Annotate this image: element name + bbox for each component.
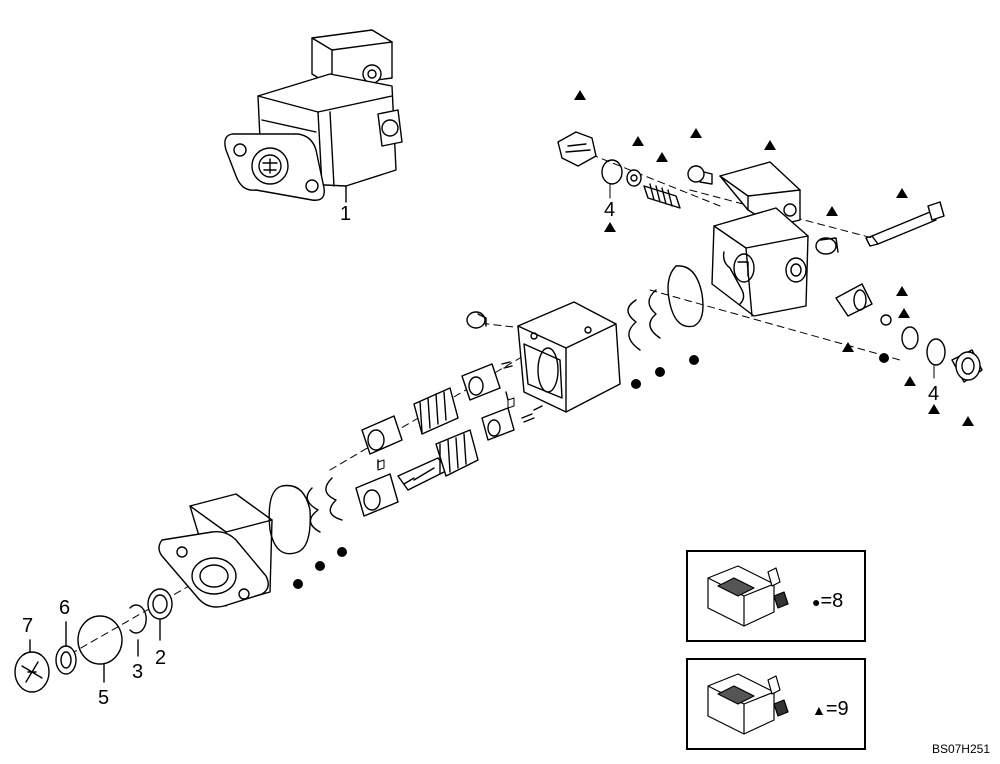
small-part-marks <box>377 397 515 471</box>
callout-3: 3 <box>132 661 144 683</box>
circle-kit-markers <box>293 353 889 589</box>
callout-5: 5 <box>98 687 110 709</box>
cover-cap-part <box>14 639 50 693</box>
drawing-reference-code: BS07H251 <box>931 742 990 756</box>
legend-triangle-kit-label: ▲=9 <box>812 698 849 721</box>
snap-ring-part <box>129 604 147 657</box>
oring-part <box>77 615 123 683</box>
assembled-pump-illustration <box>224 29 403 203</box>
valve-kit-thumbnail-icon <box>707 673 789 735</box>
valve-kit-thumbnail-icon <box>707 565 789 627</box>
circle-symbol: ● <box>812 594 821 610</box>
callout-2: 2 <box>155 647 167 669</box>
plug-part <box>466 311 487 329</box>
gear-housing <box>517 301 621 413</box>
leader-lines <box>609 183 935 379</box>
legend-box-triangle-kit: ▲=9 <box>686 658 866 750</box>
triangle-kit-number: =9 <box>825 698 849 720</box>
legend-box-circle-kit: ●=8 <box>686 550 866 642</box>
front-flange-housing <box>158 493 273 608</box>
relief-valve-parts <box>557 131 713 209</box>
bearing-part <box>147 588 173 641</box>
right-side-parts <box>815 201 983 383</box>
legend-circle-kit-label: ●=8 <box>812 590 843 613</box>
housing-seal-rings <box>627 265 704 351</box>
triangle-symbol: ▲ <box>812 702 826 718</box>
triangle-kit-markers <box>574 90 974 426</box>
valve-end-cover <box>711 161 809 317</box>
gear-shaft-assembly <box>268 361 543 555</box>
callout-7: 7 <box>22 615 34 637</box>
callout-6: 6 <box>59 597 71 619</box>
callout-1: 1 <box>340 203 352 225</box>
seal-part <box>55 621 77 675</box>
callout-4-lower: 4 <box>928 383 940 405</box>
callout-4-upper: 4 <box>604 199 616 221</box>
circle-kit-number: =8 <box>820 590 844 612</box>
